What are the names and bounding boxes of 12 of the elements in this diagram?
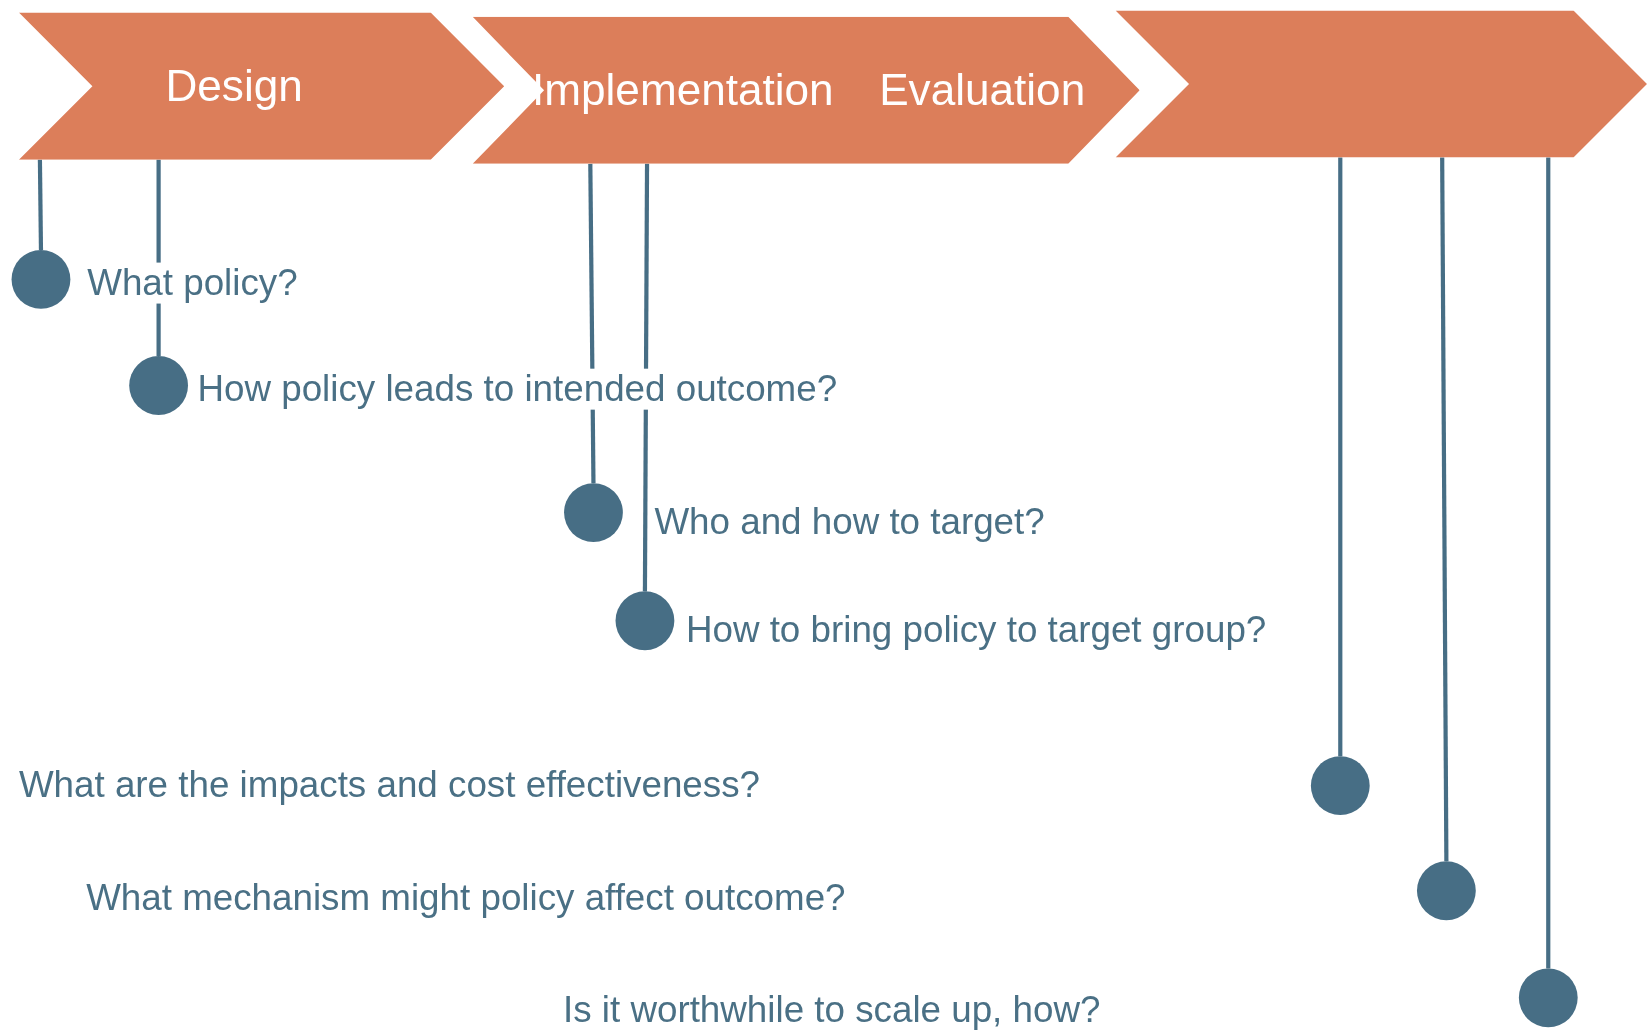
question-text: What policy? [87,262,298,304]
stage-label: Design [165,64,303,109]
leader-line [37,159,44,250]
question-text: How policy leads to intended outcome? [197,368,838,410]
stage-label: Evaluation [879,68,1086,113]
leader-line [1546,157,1551,969]
chevron-banner [1115,10,1647,158]
stage-label: Implementation [532,68,834,113]
leader-line [642,163,650,592]
leader-line [1440,157,1449,862]
chevron-banner [18,12,505,160]
chevron-banner [472,16,1140,164]
